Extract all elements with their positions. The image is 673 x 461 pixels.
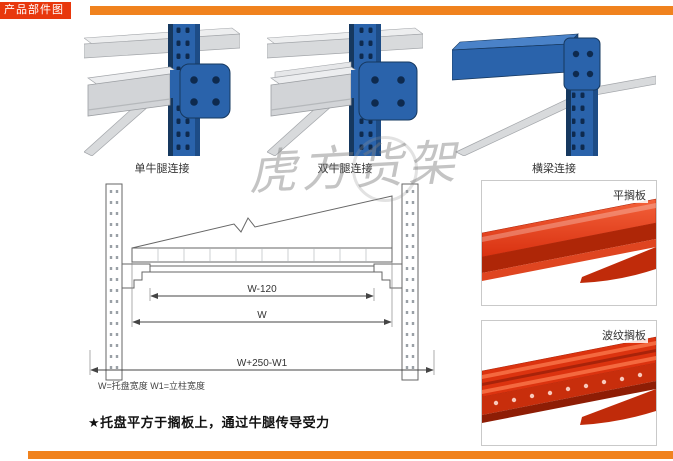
product-card-flat-shelf: 平搁板 [481,180,657,306]
dim-label-w-plus-250: W+250-W1 [237,358,288,369]
dimension-diagram-drawing: W-120 W W+250-W1 W=托盘宽度 W1=立柱宽度 [89,183,435,391]
product-card-corrugated-shelf: 波纹搁板 [481,320,657,446]
page-title: 产品部件图 [0,2,71,19]
figure-label-single-bracket: 单牛腿连接 [134,163,190,175]
beam-connection-illustration [452,33,656,156]
flat-shelf-image [482,198,656,283]
single-bracket-illustration [84,24,240,156]
dimension-diagram: W-120 W W+250-W1 W=托盘宽度 W1=立柱宽度 [84,182,440,399]
double-bracket-illustration [267,24,423,156]
footer-accent-bar [28,451,673,459]
corrugated-shelf-image [482,336,656,425]
figure-double-bracket-connection: 双牛腿连接 [267,24,423,176]
dim-label-w-minus-120: W-120 [247,284,277,295]
header-accent-bar [90,6,673,15]
figure-label-beam-connection: 横梁连接 [532,163,576,175]
product-label-corrugated-shelf: 波纹搁板 [600,327,648,343]
product-label-flat-shelf: 平搁板 [611,187,648,203]
figure-beam-connection: 横梁连接 [452,24,656,176]
figure-single-bracket-connection: 单牛腿连接 [84,24,240,176]
dim-label-w: W [257,310,267,321]
figure-label-double-bracket: 双牛腿连接 [317,163,373,175]
footnote: ★托盘平方于搁板上，通过牛腿传导受力 [88,415,330,430]
diagram-legend: W=托盘宽度 W1=立柱宽度 [98,380,205,391]
